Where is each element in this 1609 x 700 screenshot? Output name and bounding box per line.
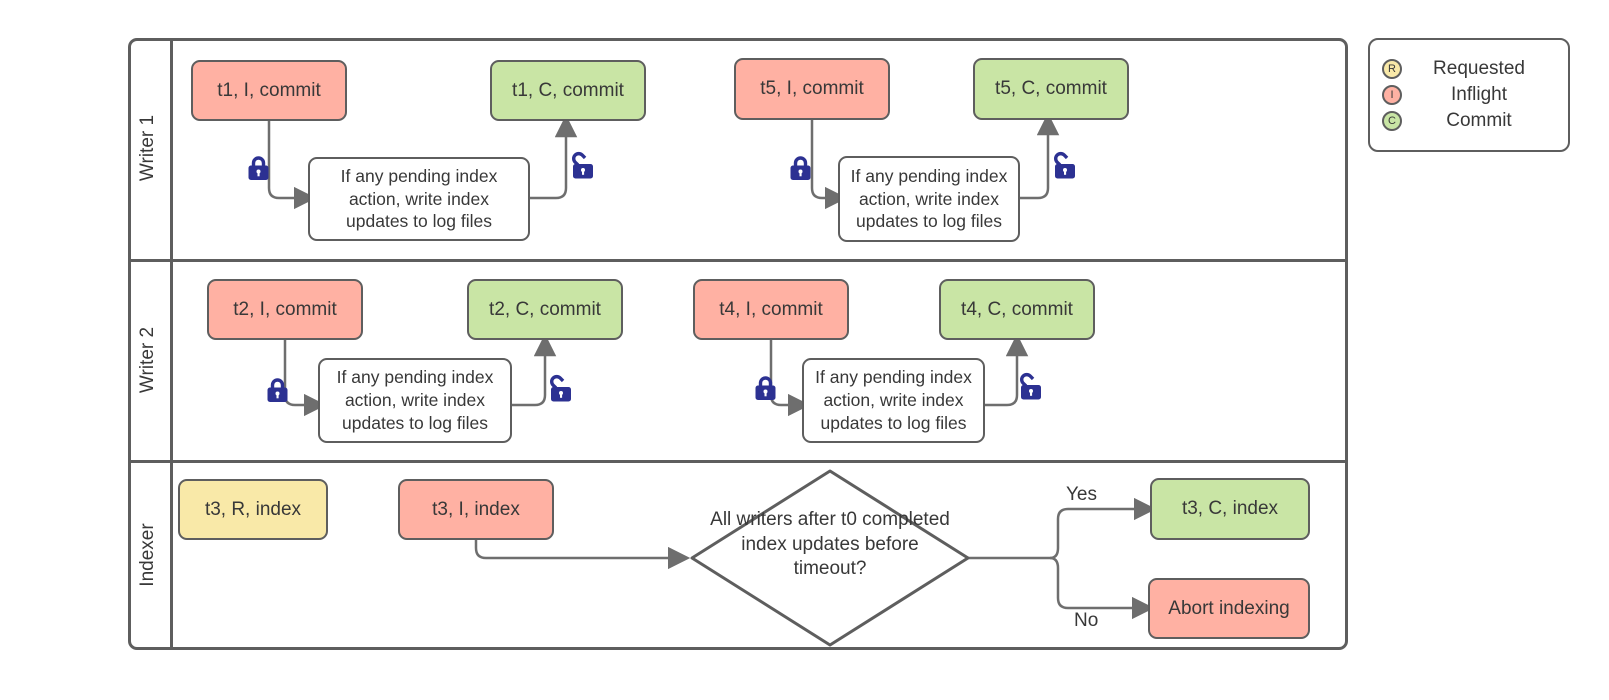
- node-t3-commit: t3, C, index: [1150, 478, 1310, 540]
- node-t5-commit: t5, C, commit: [973, 58, 1129, 120]
- inflight-state-icon: I: [1382, 85, 1402, 105]
- lane-header-divider: [170, 38, 173, 650]
- edge-label-yes: Yes: [1066, 484, 1097, 505]
- lane-label-writer1: Writer 1: [137, 114, 158, 182]
- lock-open-icon: [1054, 151, 1075, 179]
- node-process-writer1-right: If any pending index action, write index…: [838, 156, 1020, 242]
- legend-label-commit: Commit: [1446, 110, 1512, 131]
- lock-closed-icon: [248, 156, 269, 180]
- lock-open-icon: [572, 151, 593, 179]
- legend-row-requested: R Requested: [1382, 58, 1556, 80]
- lane-label-writer2: Writer 2: [137, 326, 158, 394]
- legend: R Requested I Inflight C Commit: [1368, 38, 1570, 152]
- lane-divider-2: [128, 460, 1348, 463]
- node-t5-inflight: t5, I, commit: [734, 58, 890, 120]
- node-abort-indexing: Abort indexing: [1148, 578, 1310, 639]
- legend-row-inflight: I Inflight: [1382, 84, 1556, 106]
- commit-state-icon: C: [1382, 111, 1402, 131]
- node-t4-inflight: t4, I, commit: [693, 279, 849, 340]
- legend-label-inflight: Inflight: [1451, 84, 1507, 105]
- node-t3-requested: t3, R, index: [178, 479, 328, 540]
- lane-label-indexer: Indexer: [137, 523, 158, 587]
- lock-closed-icon: [755, 376, 776, 400]
- decision-label: All writers after t0 completed index upd…: [710, 509, 950, 580]
- legend-row-commit: C Commit: [1382, 110, 1556, 132]
- lock-closed-icon: [267, 378, 288, 402]
- edge-label-no: No: [1074, 610, 1099, 631]
- lock-open-icon: [1020, 372, 1041, 400]
- node-t3-inflight: t3, I, index: [398, 479, 554, 540]
- node-t1-inflight: t1, I, commit: [191, 60, 347, 121]
- node-process-writer1-left: If any pending index action, write index…: [308, 157, 530, 241]
- node-t1-commit: t1, C, commit: [490, 60, 646, 121]
- lock-closed-icon: [790, 156, 811, 180]
- node-t4-commit: t4, C, commit: [939, 279, 1095, 340]
- node-t2-commit: t2, C, commit: [467, 279, 623, 340]
- node-process-writer2-left: If any pending index action, write index…: [318, 358, 512, 443]
- lock-open-icon: [550, 374, 571, 402]
- node-process-writer2-right: If any pending index action, write index…: [802, 358, 985, 443]
- node-t2-inflight: t2, I, commit: [207, 279, 363, 340]
- legend-label-requested: Requested: [1433, 58, 1525, 79]
- requested-state-icon: R: [1382, 59, 1402, 79]
- lane-divider-1: [128, 259, 1348, 262]
